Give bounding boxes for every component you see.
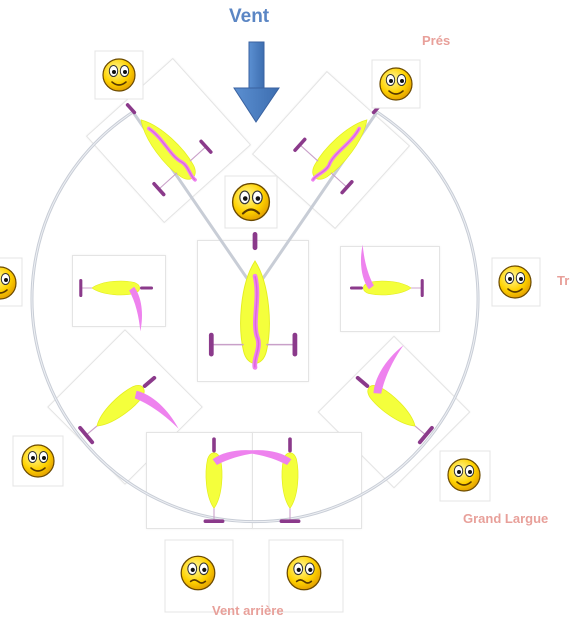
smiley-worried-icon [181, 556, 215, 590]
smiley-happy-icon [22, 445, 54, 477]
smiley-happy-icon [448, 459, 480, 491]
close-hauled-label: Prés [422, 33, 450, 48]
broad-reach-label: Grand Largue [463, 511, 548, 526]
running-label: Vent arrière [212, 603, 284, 618]
smiley-happy-icon [380, 68, 412, 100]
boat-mid-left [81, 281, 152, 332]
boat-lower-left [80, 371, 189, 477]
smiley-happy-icon [499, 266, 531, 298]
boat-mid-right [352, 245, 423, 296]
smiley-happy-icon [103, 59, 135, 91]
wind-label: Vent [229, 6, 269, 28]
smiley-worried-icon [287, 556, 321, 590]
wind-arrow [234, 42, 279, 122]
boat-center [211, 234, 295, 367]
boat-upper-left [103, 85, 218, 202]
smiley-sad-icon [233, 184, 270, 221]
beam-reach-label: Tr [557, 273, 569, 288]
boat-bottom-right [240, 439, 299, 521]
boat-lower-right [352, 336, 461, 442]
